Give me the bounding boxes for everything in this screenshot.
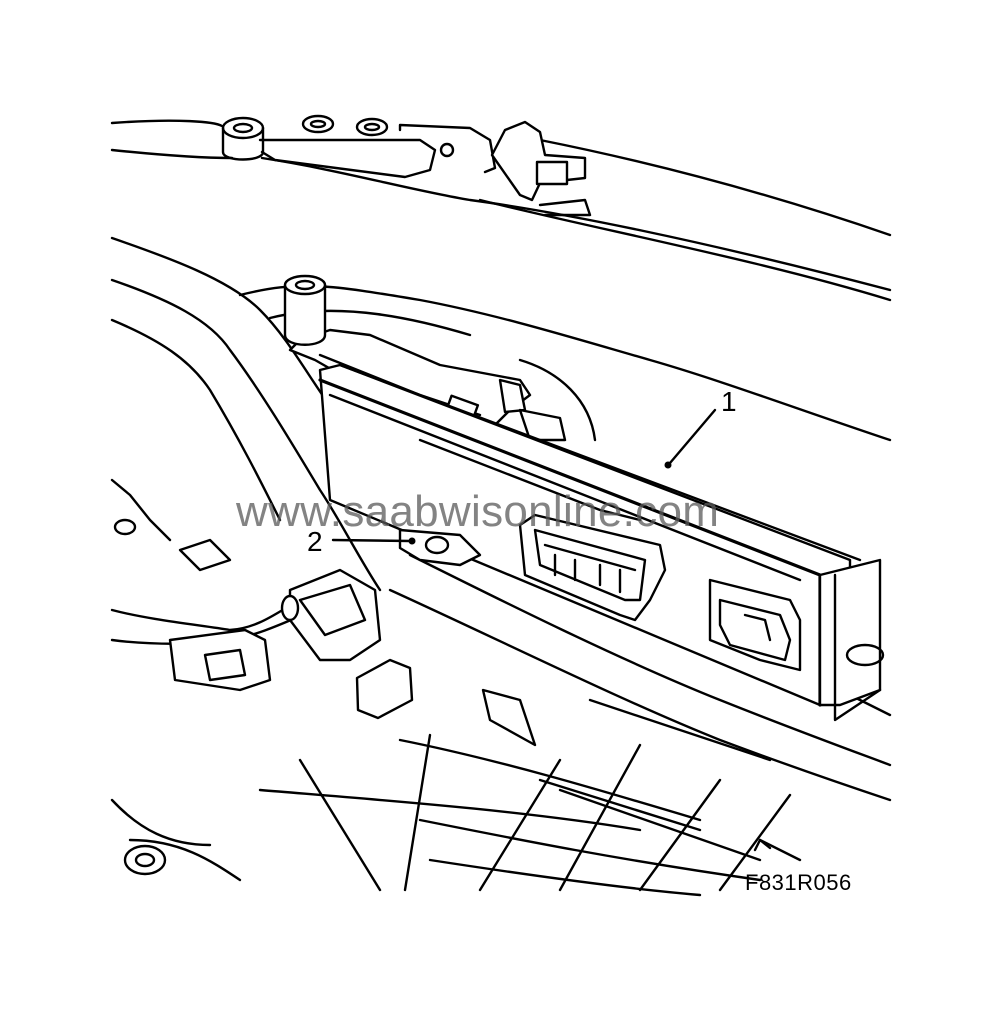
watermark: www.saabwisonline.com [236,487,720,536]
callout-leaders [331,408,717,545]
callout-1-label: 1 [721,386,737,417]
wiring-harness [110,478,537,876]
callout-2-label: 2 [307,526,323,557]
fastening-screw [398,528,482,567]
module-connector [518,513,667,622]
floor-grid [258,698,802,897]
mounting-stud [283,274,327,346]
figure-id: F831R056 [745,870,852,895]
upper-trim-panel [110,114,892,302]
